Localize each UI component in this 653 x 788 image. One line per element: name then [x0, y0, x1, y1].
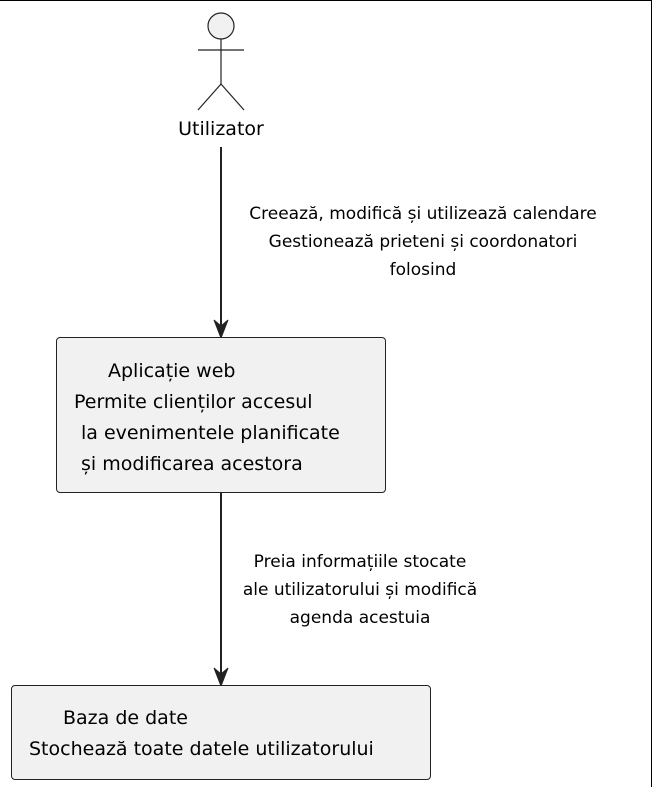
edge-label-line: Preia informațiile stocate [253, 552, 467, 572]
web-app-box: Aplicație web Permite clienților accesul… [56, 337, 386, 493]
edge-label-line: ale utilizatorului și modifică [242, 580, 478, 600]
arrow-actor-to-webapp [213, 147, 229, 340]
web-app-title: Aplicație web [108, 360, 236, 382]
web-app-description-line: la evenimentele planificate [81, 422, 340, 444]
edge-label-line: folosind [389, 260, 457, 280]
database-box: Baza de date Stochează toate datele util… [11, 685, 431, 780]
edge-label-webapp-to-database: Preia informațiile stocate ale utilizato… [214, 548, 506, 632]
database-title: Baza de date [63, 707, 188, 729]
arrow-webapp-to-database [213, 493, 229, 688]
database-description-line: Stochează toate datele utilizatorului [29, 738, 374, 760]
edge-label-line: agenda acestuia [289, 608, 431, 628]
actor-icon [197, 12, 245, 111]
edge-label-actor-to-webapp: Creează, modifică și utilizează calendar… [208, 200, 638, 284]
edge-label-line: Creează, modifică și utilizează calendar… [249, 204, 597, 224]
actor-label: Utilizator [178, 118, 264, 140]
edge-label-line: Gestionează prieteni și coordonatori [268, 232, 578, 252]
web-app-description-line: Permite clienților accesul [74, 391, 313, 413]
web-app-description-line: și modificarea acestora [81, 453, 303, 475]
